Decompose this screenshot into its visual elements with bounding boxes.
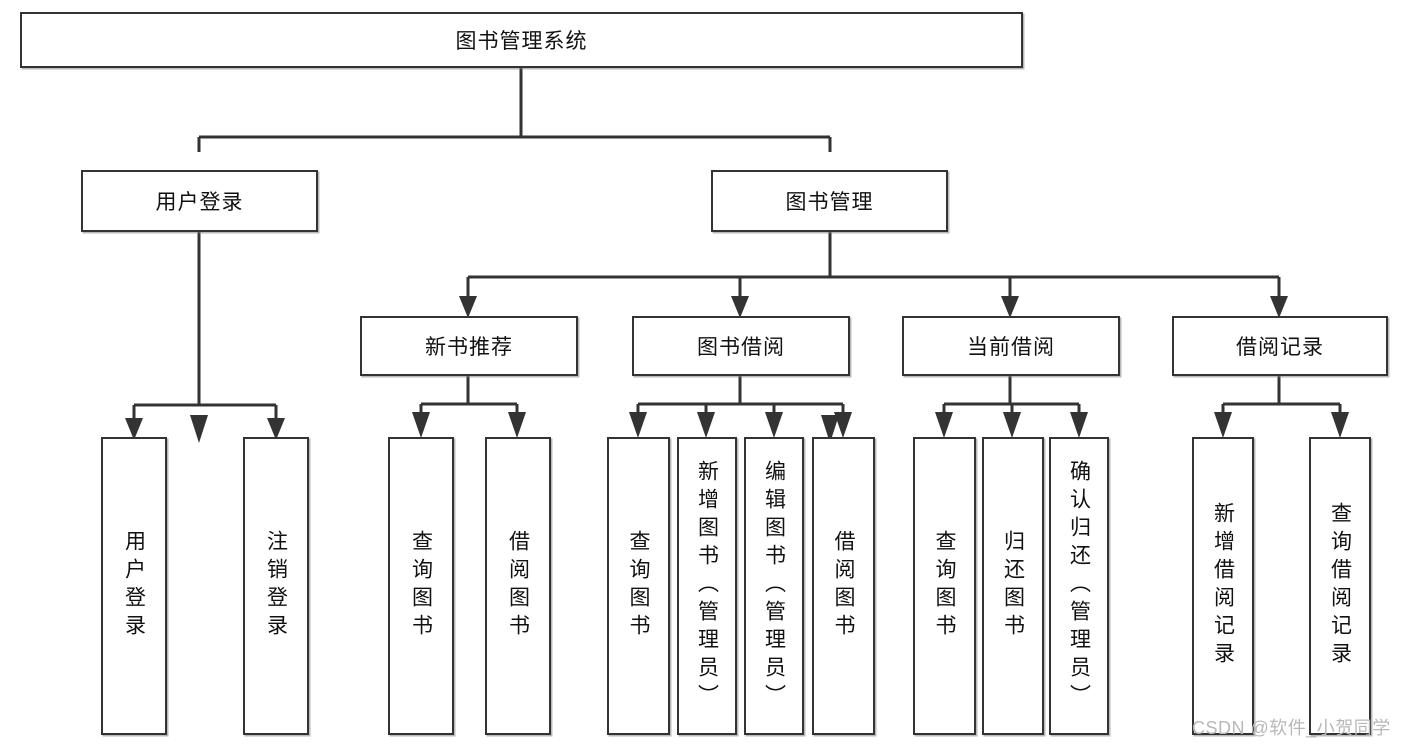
leaf-add-book-admin-label: 新增图书（管理员） — [695, 460, 719, 712]
leaf-query-book-borrow[interactable]: 查询图书 — [607, 437, 670, 735]
node-current-borrow[interactable]: 当前借阅 — [902, 316, 1120, 376]
leaf-confirm-return-admin-label: 确认归还（管理员） — [1067, 460, 1091, 712]
leaf-query-book-borrow-label: 查询图书 — [627, 530, 650, 642]
node-book-borrow-label: 图书借阅 — [697, 336, 785, 359]
leaf-user-login-label: 用户登录 — [122, 530, 146, 642]
leaf-edit-book-admin[interactable]: 编辑图书（管理员） — [744, 437, 804, 735]
watermark-text: CSDN @软件_小贺同学 — [1192, 718, 1391, 738]
node-book-borrow[interactable]: 图书借阅 — [632, 316, 850, 376]
node-root-label: 图书管理系统 — [455, 30, 588, 53]
leaf-query-book-recommend[interactable]: 查询图书 — [388, 437, 454, 735]
edges-level2 — [419, 376, 1342, 418]
leaf-logout-label: 注销登录 — [264, 530, 288, 642]
node-user-login-label: 用户登录 — [155, 191, 244, 214]
node-current-borrow-label: 当前借阅 — [967, 336, 1055, 359]
leaf-user-login[interactable]: 用户登录 — [101, 437, 167, 735]
leaf-return-book-label: 归还图书 — [1001, 530, 1025, 642]
node-borrow-record-label: 借阅记录 — [1236, 336, 1324, 359]
leaf-add-borrow-record-label: 新增借阅记录 — [1211, 502, 1235, 670]
leaf-query-book-current-label: 查询图书 — [933, 530, 956, 642]
leaf-query-book-current[interactable]: 查询图书 — [913, 437, 976, 735]
leaf-borrow-book-label: 借阅图书 — [832, 530, 855, 642]
leaf-return-book[interactable]: 归还图书 — [982, 437, 1044, 735]
leaf-add-borrow-record[interactable]: 新增借阅记录 — [1192, 437, 1254, 735]
leaf-borrow-book[interactable]: 借阅图书 — [812, 437, 875, 735]
leaf-query-borrow-record[interactable]: 查询借阅记录 — [1309, 437, 1371, 735]
leaf-borrow-book-recommend-label: 借阅图书 — [506, 530, 530, 642]
leaf-query-book-recommend-label: 查询图书 — [409, 530, 433, 642]
node-borrow-record[interactable]: 借阅记录 — [1172, 316, 1388, 376]
node-book-management[interactable]: 图书管理 — [711, 170, 948, 232]
leaf-confirm-return-admin[interactable]: 确认归还（管理员） — [1049, 437, 1109, 735]
leaf-edit-book-admin-label: 编辑图书（管理员） — [762, 460, 786, 712]
leaf-logout[interactable]: 注销登录 — [243, 437, 309, 735]
edges-root — [197, 68, 832, 152]
leaf-borrow-book-recommend[interactable]: 借阅图书 — [485, 437, 551, 735]
node-new-book-recommend[interactable]: 新书推荐 — [360, 316, 578, 376]
node-user-login[interactable]: 用户登录 — [81, 170, 318, 232]
node-root[interactable]: 图书管理系统 — [20, 12, 1023, 68]
leaf-add-book-admin[interactable]: 新增图书（管理员） — [677, 437, 737, 735]
node-new-book-recommend-label: 新书推荐 — [425, 336, 513, 359]
node-book-management-label: 图书管理 — [785, 191, 874, 214]
leaf-query-borrow-record-label: 查询借阅记录 — [1328, 502, 1352, 670]
